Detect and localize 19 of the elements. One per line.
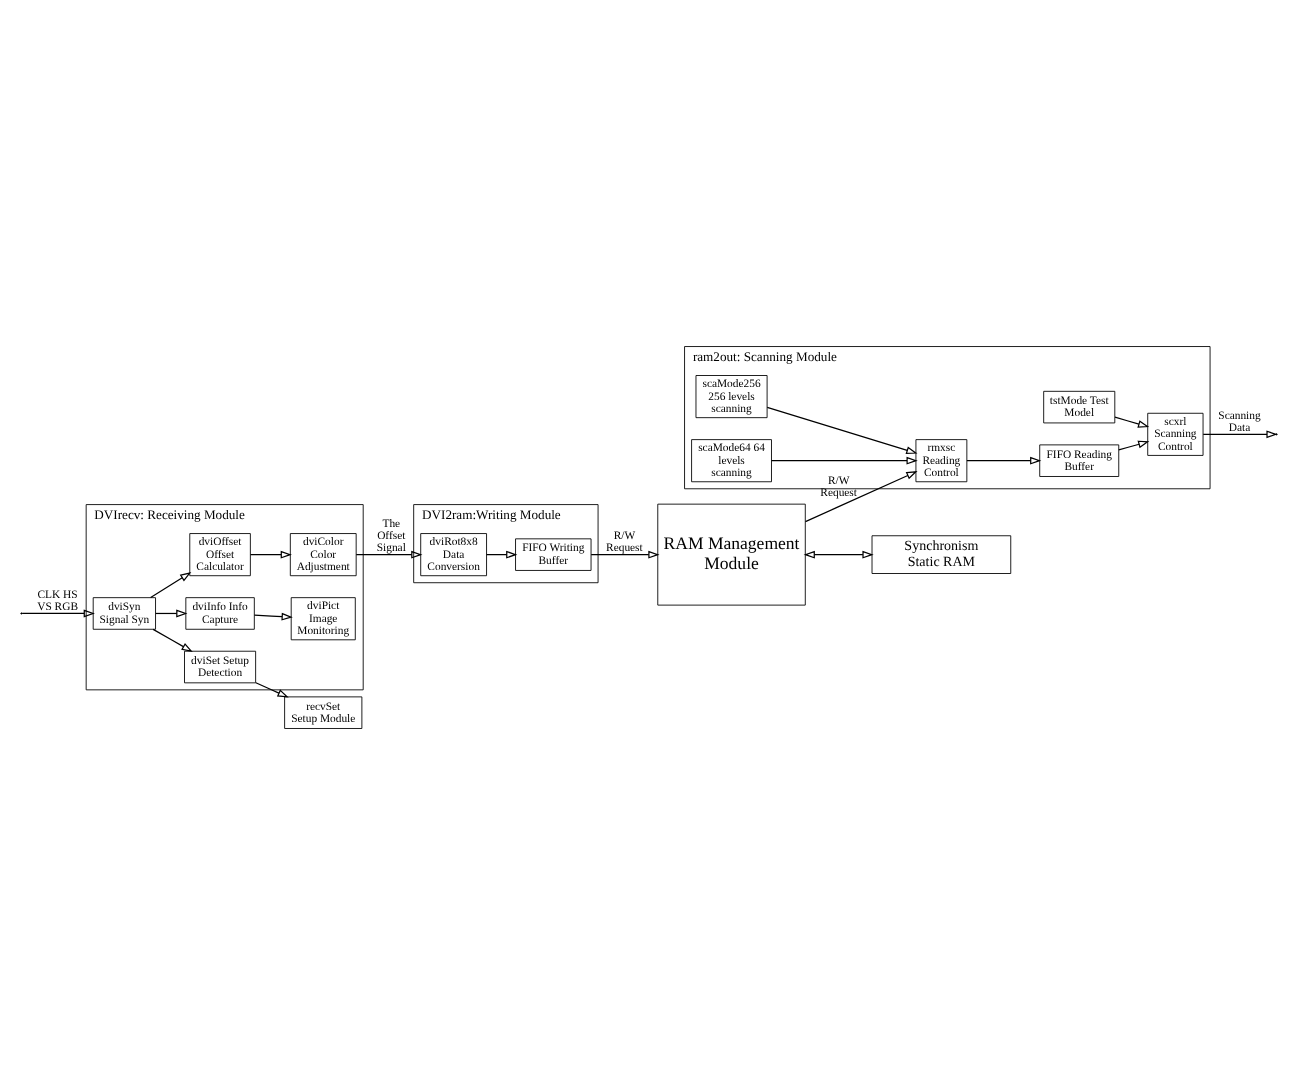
arrow <box>1202 429 1278 438</box>
arrow <box>249 549 292 558</box>
arrow <box>255 681 289 697</box>
arrow <box>803 549 874 558</box>
arrow <box>1118 439 1150 450</box>
arrow <box>155 608 188 617</box>
arrow <box>21 608 95 617</box>
arrow <box>766 405 918 454</box>
arrow <box>150 571 192 598</box>
arrow <box>1114 415 1150 427</box>
arrow <box>966 455 1042 464</box>
arrow <box>590 549 660 558</box>
arrow <box>253 611 293 620</box>
arrow <box>804 470 918 522</box>
arrow <box>355 549 423 558</box>
node-box: RAM Management Module <box>657 502 806 605</box>
arrow <box>152 627 193 651</box>
arrow <box>485 549 518 558</box>
arrow <box>770 455 918 464</box>
